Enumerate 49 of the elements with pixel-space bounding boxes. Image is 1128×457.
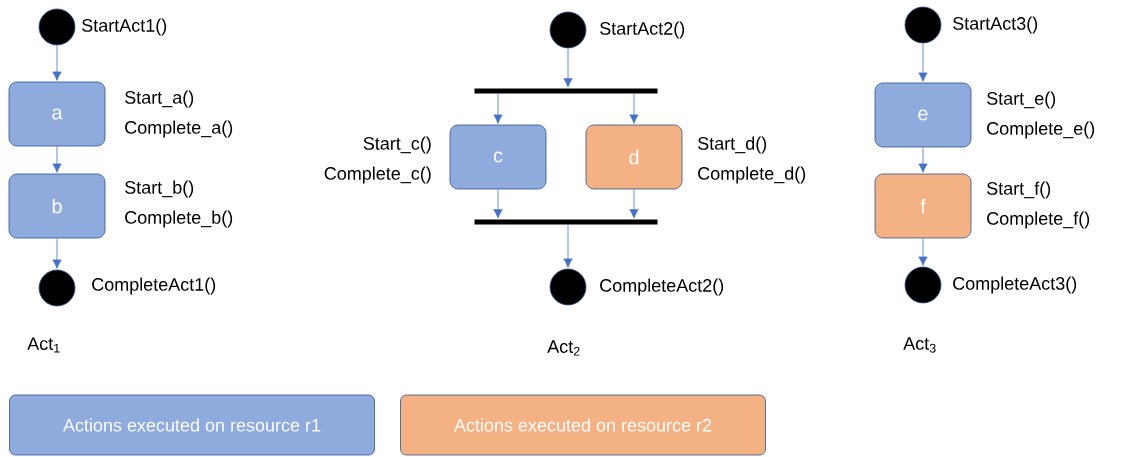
method-label: Complete_a(): [125, 120, 233, 138]
action-box: e: [874, 82, 972, 148]
method-label: StartAct1(): [82, 18, 167, 36]
action-box: a: [8, 81, 106, 147]
method-label: CompleteAct1(): [92, 277, 216, 295]
action-box: f: [874, 173, 972, 239]
arrow: [918, 147, 928, 173]
start-end-circle: [904, 266, 942, 304]
method-label: StartAct2(): [600, 21, 685, 39]
activity-label: Act$_{1}$: [27, 337, 60, 353]
method-label: Start_e(): [987, 91, 1056, 109]
legend-box: Actions executed on resource r2: [400, 394, 766, 456]
method-label: Start_d(): [698, 136, 767, 154]
arrow: [52, 146, 62, 173]
method-label: Start_f(): [987, 181, 1051, 199]
activity-label: Act$_{2}$: [547, 340, 580, 356]
activity-label: Act$_{3}$: [903, 337, 936, 353]
arrow: [563, 224, 573, 268]
arrow: [493, 189, 503, 219]
arrow: [918, 43, 928, 82]
sync-bar: [474, 88, 658, 94]
method-label: Start_a(): [125, 90, 194, 108]
method-label: Complete_f(): [987, 211, 1090, 229]
start-end-circle: [549, 11, 587, 49]
arrow: [563, 48, 573, 88]
arrow: [52, 238, 62, 269]
sync-bar: [474, 219, 658, 225]
action-box: d: [585, 124, 683, 190]
arrow: [52, 45, 62, 81]
arrow: [493, 93, 503, 124]
method-label: CompleteAct2(): [600, 278, 724, 296]
start-end-circle: [904, 6, 942, 44]
method-label: Complete_d(): [698, 166, 806, 184]
method-label: Complete_c(): [324, 166, 431, 184]
method-label: CompleteAct3(): [953, 276, 1077, 294]
method-label: Complete_e(): [987, 121, 1095, 139]
action-box: c: [449, 124, 547, 190]
arrow: [629, 93, 639, 124]
method-label: Start_b(): [125, 180, 194, 198]
arrow: [918, 238, 928, 266]
start-end-circle: [38, 269, 76, 307]
method-label: Start_c(): [363, 136, 431, 154]
method-label: Complete_b(): [125, 210, 233, 228]
start-end-circle: [38, 8, 76, 46]
action-box: b: [8, 173, 106, 239]
arrow: [629, 189, 639, 219]
legend-box: Actions executed on resource r1: [9, 394, 375, 456]
method-label: StartAct3(): [953, 16, 1038, 34]
start-end-circle: [549, 268, 587, 306]
